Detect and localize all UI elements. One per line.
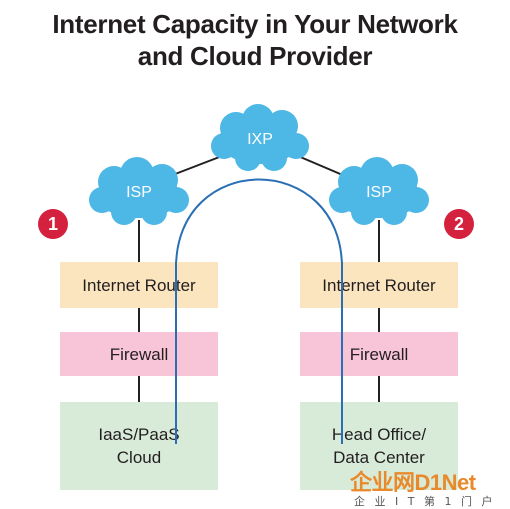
- left-endpoint-line2: Cloud: [116, 448, 162, 467]
- diagram-title-line1: Internet Capacity in Your Network: [52, 9, 458, 39]
- watermark-sub-text: 企 业 I T 第 1 门 户: [354, 495, 496, 508]
- ixp-label: IXP: [247, 131, 273, 148]
- left-endpoint-line1: IaaS/PaaS: [98, 425, 180, 444]
- right-endpoint-line1: Head Office/: [331, 425, 427, 444]
- isp-right-cloud: [329, 157, 429, 225]
- right-endpoint-line2: Data Center: [333, 448, 425, 467]
- right-endpoint-head-office: Head Office/ Data Center: [300, 402, 458, 490]
- isp-left-label: ISP: [126, 184, 152, 201]
- left-internet-router: Internet Router: [60, 262, 218, 308]
- data-path-line: [175, 178, 343, 444]
- isp-right-label: ISP: [366, 184, 392, 201]
- right-firewall: Firewall: [300, 332, 458, 376]
- watermark-main-text: 企业网D1Net: [350, 470, 476, 495]
- left-firewall: Firewall: [60, 332, 218, 376]
- right-internet-router: Internet Router: [300, 262, 458, 308]
- diagram-title-line2: and Cloud Provider: [137, 41, 373, 71]
- watermark-logo: 企业网D1Net 企 业 I T 第 1 门 户: [344, 465, 510, 509]
- ixp-cloud: [211, 104, 309, 171]
- left-endpoint-iaas-paas-cloud: IaaS/PaaS Cloud: [60, 402, 218, 490]
- isp-left-cloud: [89, 157, 189, 225]
- step-badge-2: 2: [444, 209, 474, 239]
- connector-ixp-isp-right: [297, 155, 346, 177]
- connector-isp-left-ixp: [169, 155, 223, 177]
- step-badge-1: 1: [38, 209, 68, 239]
